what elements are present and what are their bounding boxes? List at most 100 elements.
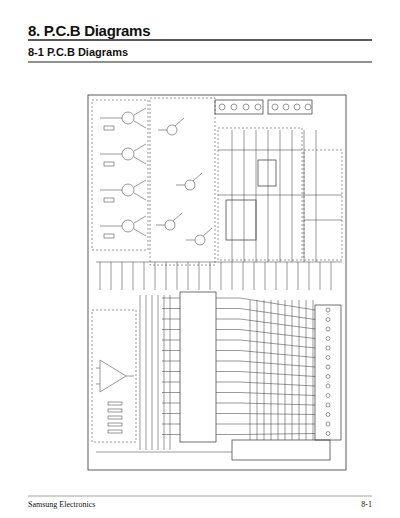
wire bbox=[100, 262, 101, 290]
connectors bbox=[180, 100, 341, 460]
pin bbox=[326, 337, 330, 341]
wire bbox=[292, 300, 293, 440]
wire bbox=[271, 300, 272, 440]
resistor-symbol bbox=[108, 423, 122, 426]
resistor-symbol bbox=[108, 409, 122, 412]
transistor-symbol bbox=[122, 220, 134, 232]
wire bbox=[306, 300, 307, 440]
wire bbox=[250, 300, 251, 440]
wire bbox=[152, 295, 153, 450]
wire bbox=[240, 340, 315, 348]
wire bbox=[254, 262, 255, 290]
wire bbox=[276, 262, 277, 290]
pin bbox=[283, 104, 289, 110]
wire bbox=[232, 262, 233, 290]
wire bbox=[162, 361, 180, 362]
transistor-symbol bbox=[122, 112, 134, 124]
wire bbox=[240, 393, 315, 396]
wire bbox=[162, 308, 180, 309]
wire bbox=[218, 195, 342, 196]
wire bbox=[162, 350, 180, 351]
transistor-symbol bbox=[122, 184, 134, 196]
wire bbox=[164, 295, 165, 450]
pin bbox=[326, 327, 330, 331]
section-heading: 8-1 P.C.B Diagrams bbox=[28, 46, 128, 58]
wire bbox=[199, 262, 200, 290]
wire bbox=[162, 403, 180, 404]
wire bbox=[134, 180, 146, 187]
wire bbox=[162, 382, 180, 383]
wire bbox=[216, 298, 240, 299]
wire bbox=[216, 382, 240, 383]
title-rule bbox=[28, 39, 372, 41]
wire bbox=[216, 319, 240, 320]
wire bbox=[158, 295, 159, 450]
wire bbox=[162, 319, 180, 320]
subtitle-rule bbox=[28, 62, 372, 63]
wire bbox=[240, 403, 315, 405]
wire bbox=[240, 319, 315, 329]
wire bbox=[240, 361, 315, 367]
wire bbox=[100, 190, 122, 191]
wire bbox=[170, 295, 171, 450]
wire bbox=[316, 130, 317, 262]
resistor-symbol bbox=[108, 430, 122, 433]
wire bbox=[216, 371, 240, 372]
pin bbox=[326, 346, 330, 350]
wire bbox=[240, 382, 315, 386]
wire bbox=[299, 300, 300, 440]
footer-rule bbox=[28, 496, 372, 497]
pin bbox=[326, 365, 330, 369]
wire bbox=[264, 300, 265, 440]
opamp-symbol bbox=[100, 360, 126, 392]
wire bbox=[313, 300, 314, 440]
wire bbox=[210, 262, 211, 290]
wiring bbox=[96, 104, 342, 452]
wire bbox=[133, 262, 134, 290]
wire bbox=[134, 157, 146, 164]
wire bbox=[134, 108, 146, 115]
page-number: 8-1 bbox=[361, 500, 372, 509]
wire bbox=[96, 452, 232, 453]
wire bbox=[287, 262, 288, 290]
wire bbox=[216, 329, 240, 330]
wire bbox=[216, 350, 240, 351]
footer-company: Samsung Electronics bbox=[28, 500, 95, 509]
wire bbox=[218, 150, 302, 151]
wire bbox=[193, 173, 202, 181]
pin bbox=[326, 384, 330, 388]
wire bbox=[240, 351, 315, 358]
page-title: 8. P.C.B Diagrams bbox=[28, 22, 150, 39]
pin bbox=[326, 403, 330, 407]
pin bbox=[326, 356, 330, 360]
wire bbox=[162, 298, 180, 299]
pin bbox=[326, 422, 330, 426]
wire bbox=[240, 434, 315, 435]
pin bbox=[305, 104, 311, 110]
wire bbox=[304, 130, 305, 262]
resistor-symbol bbox=[108, 402, 122, 405]
wire bbox=[134, 193, 146, 200]
resistor-symbol bbox=[104, 198, 114, 202]
resistor-symbol bbox=[104, 234, 114, 238]
wire bbox=[240, 298, 315, 310]
diagram-frame bbox=[88, 95, 346, 470]
pin bbox=[219, 104, 225, 110]
pin bbox=[294, 104, 300, 110]
wire bbox=[331, 262, 332, 290]
wire bbox=[134, 216, 146, 223]
wire bbox=[162, 392, 180, 393]
wire bbox=[162, 434, 180, 435]
wire bbox=[162, 424, 180, 425]
wire bbox=[96, 368, 100, 369]
wire bbox=[162, 371, 180, 372]
wire bbox=[166, 262, 167, 290]
wire bbox=[216, 392, 240, 393]
wire bbox=[304, 220, 342, 221]
wire bbox=[216, 424, 240, 425]
wire bbox=[240, 309, 315, 320]
wire bbox=[216, 361, 240, 362]
wire bbox=[134, 144, 146, 151]
wire bbox=[285, 300, 286, 440]
wire bbox=[203, 228, 212, 236]
